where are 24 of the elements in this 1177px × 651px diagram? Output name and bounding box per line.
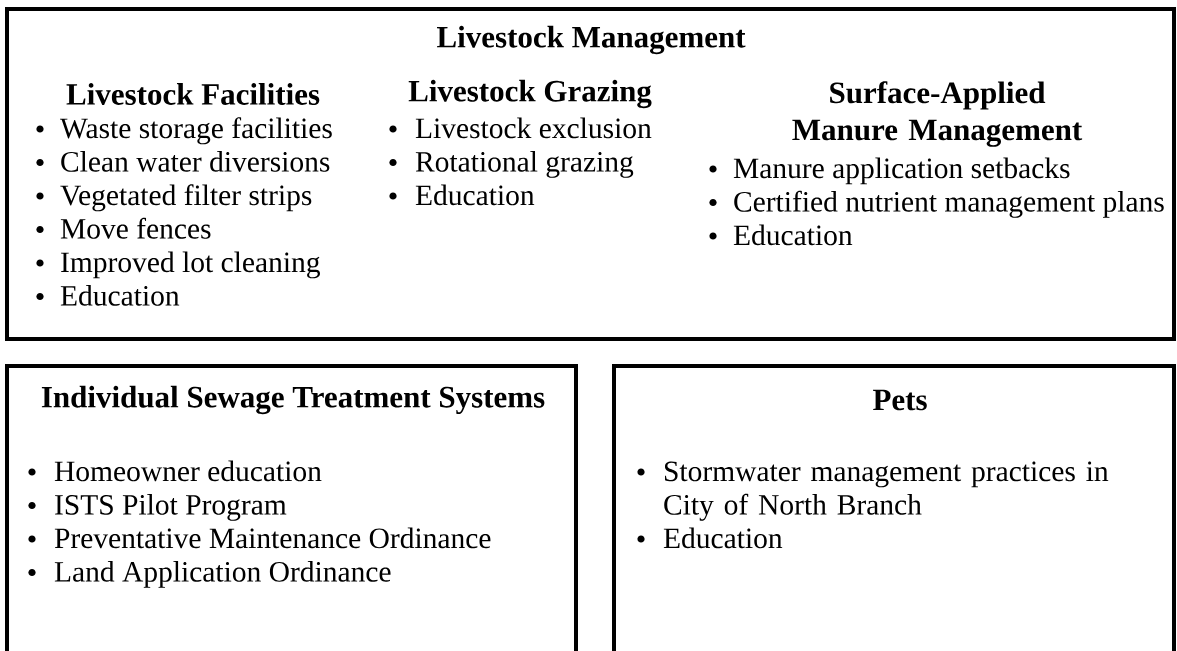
bullet-item: Rotational grazing xyxy=(389,151,634,178)
bullet-item: Education xyxy=(389,184,535,206)
bullet-item: Improved lot cleaning xyxy=(36,251,320,279)
heading: Pets xyxy=(873,389,927,411)
heading: Livestock Management xyxy=(437,25,746,55)
bullet-item: Waste storage facilities xyxy=(36,117,332,145)
bullet-item: Vegetated filter strips xyxy=(36,184,312,212)
bullet-item: Certified nutrient management plans xyxy=(709,190,1164,218)
bullet-item: Education xyxy=(36,285,180,306)
bullet-item: ISTS Pilot Program xyxy=(28,494,287,521)
bullet-item: Preventative Maintenance Ordinance xyxy=(28,527,491,549)
bullet-item: Move fences xyxy=(36,217,211,239)
bullet-item: Manure application setbacks xyxy=(709,157,1070,185)
bullet-item: Homeowner education xyxy=(28,460,322,482)
heading: Livestock Grazing xyxy=(408,79,652,109)
heading: Individual Sewage Treatment Systems xyxy=(41,385,545,415)
bullet-item: Land Application Ordinance xyxy=(28,561,391,588)
heading: Surface-Applied Manure Management xyxy=(792,81,1083,147)
bullet-item: Clean water diversions xyxy=(36,151,330,172)
bullet-item: Education xyxy=(637,527,783,549)
bullet-item: Education xyxy=(709,224,853,246)
bullet-item: Livestock exclusion xyxy=(389,117,652,139)
bullet-item: Stormwater management practices in City of North Branch xyxy=(637,461,1109,521)
heading: Livestock Facilities xyxy=(66,83,320,105)
